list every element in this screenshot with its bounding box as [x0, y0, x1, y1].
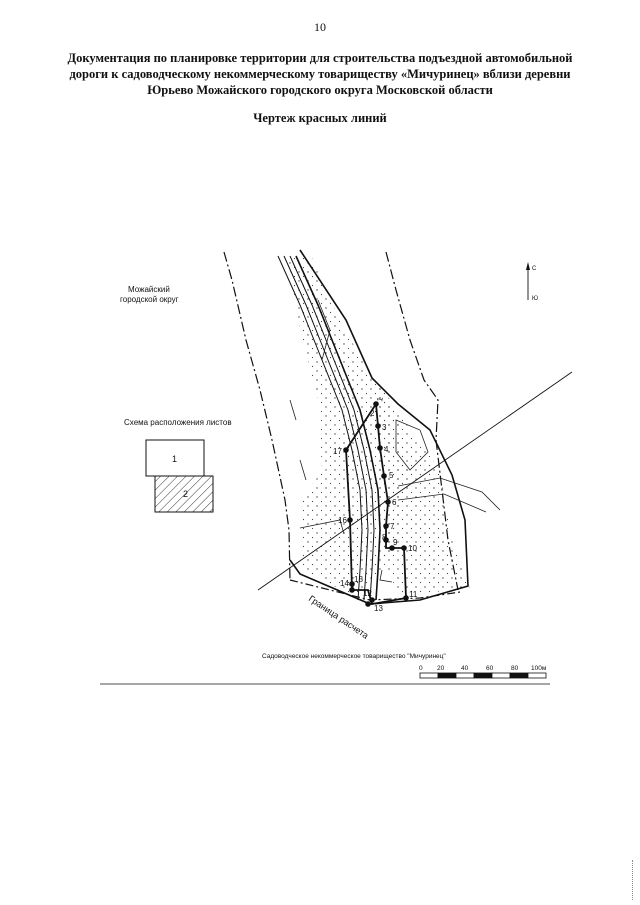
- scale-tick-20: 20: [437, 665, 445, 672]
- scale-segment: [437, 672, 457, 679]
- scale-segment: [509, 672, 529, 679]
- north-arrow: С Ю: [526, 262, 538, 302]
- point-label-13: 13: [374, 604, 383, 613]
- point-label-16: 16: [338, 516, 347, 525]
- point-label-7: 7: [390, 522, 395, 531]
- point-15: [349, 581, 355, 587]
- point-1: [373, 401, 379, 407]
- point-label-9: 9: [393, 538, 398, 547]
- point-11: [403, 595, 409, 601]
- point-6: [385, 499, 391, 505]
- scale-tick-100: 100м: [531, 665, 547, 672]
- point-label-3: 3: [382, 423, 387, 432]
- point-label-17: 17: [333, 447, 342, 456]
- scale-segment: [527, 672, 547, 679]
- point-label-2: 2: [370, 409, 375, 418]
- scale-tick-40: 40: [461, 665, 469, 672]
- turning-points: [343, 401, 409, 607]
- point-label-10: 10: [408, 544, 417, 553]
- point-3: [375, 423, 381, 429]
- scale-segment: [491, 672, 511, 679]
- point-label-12: 12: [363, 589, 372, 598]
- scale-tick-80: 80: [511, 665, 519, 672]
- point-label-11: 11: [409, 590, 418, 599]
- point-label-5: 5: [389, 471, 394, 480]
- point-label-1: 1: [375, 396, 385, 402]
- point-5: [381, 473, 387, 479]
- district-label-line2: городской округ: [120, 295, 179, 304]
- sheet-split-line: [257, 371, 573, 591]
- point-16: [347, 517, 353, 523]
- point-label-15: 15: [354, 575, 363, 584]
- terrain-lines: [289, 299, 501, 583]
- title-line-3: Юрьево Можайского городского округа Моск…: [147, 83, 493, 97]
- sheet-1-number: 1: [172, 454, 177, 464]
- point-label-8: 8: [382, 533, 387, 542]
- sheet-2-box: [154, 475, 214, 513]
- point-9: [389, 545, 395, 551]
- east-boundary-line: [385, 251, 459, 591]
- point-12: [369, 597, 375, 603]
- scale-segment: [455, 672, 475, 679]
- vegetation-area: [288, 258, 470, 596]
- snt-label: Садоводческое некоммерческое товариществ…: [262, 653, 446, 660]
- sheet-scheme: 1 2: [145, 439, 214, 513]
- title-line-2: дороги к садоводческому некоммерческому …: [69, 67, 571, 81]
- point-labels: 1 2 3 4 5 6 7 8 9 10 11 12 13 14 15 16 1…: [333, 396, 418, 613]
- scale-tick-60: 60: [486, 665, 494, 672]
- road-lines: [277, 255, 381, 601]
- point-17: [343, 447, 349, 453]
- point-label-14: 14: [340, 579, 349, 588]
- west-boundary-line: [223, 251, 291, 581]
- title-line-1: Документация по планировке территории дл…: [67, 51, 573, 65]
- page-edge-mark: [632, 860, 636, 900]
- scale-bar: 0 20 40 60 80 100м: [419, 665, 547, 679]
- point-7: [383, 523, 389, 529]
- point-label-4: 4: [384, 445, 389, 454]
- point-10: [401, 545, 407, 551]
- point-13: [365, 601, 371, 607]
- south-label: Ю: [532, 296, 538, 302]
- point-8: [383, 537, 389, 543]
- north-label: С: [532, 266, 537, 272]
- drawing-title: Чертеж красных линий: [253, 111, 387, 125]
- point-4: [377, 445, 383, 451]
- sheet-scheme-label: Схема расположения листов: [124, 418, 232, 427]
- point-14: [349, 587, 355, 593]
- scale-tick-0: 0: [419, 665, 423, 672]
- point-label-6: 6: [392, 498, 397, 507]
- page-number: 10: [314, 20, 326, 34]
- district-label-line1: Можайский: [128, 285, 170, 294]
- scale-segment: [419, 672, 439, 679]
- sheet-2-number: 2: [183, 489, 188, 499]
- document-title: Документация по планировке территории дл…: [60, 50, 580, 98]
- scale-segment: [473, 672, 493, 679]
